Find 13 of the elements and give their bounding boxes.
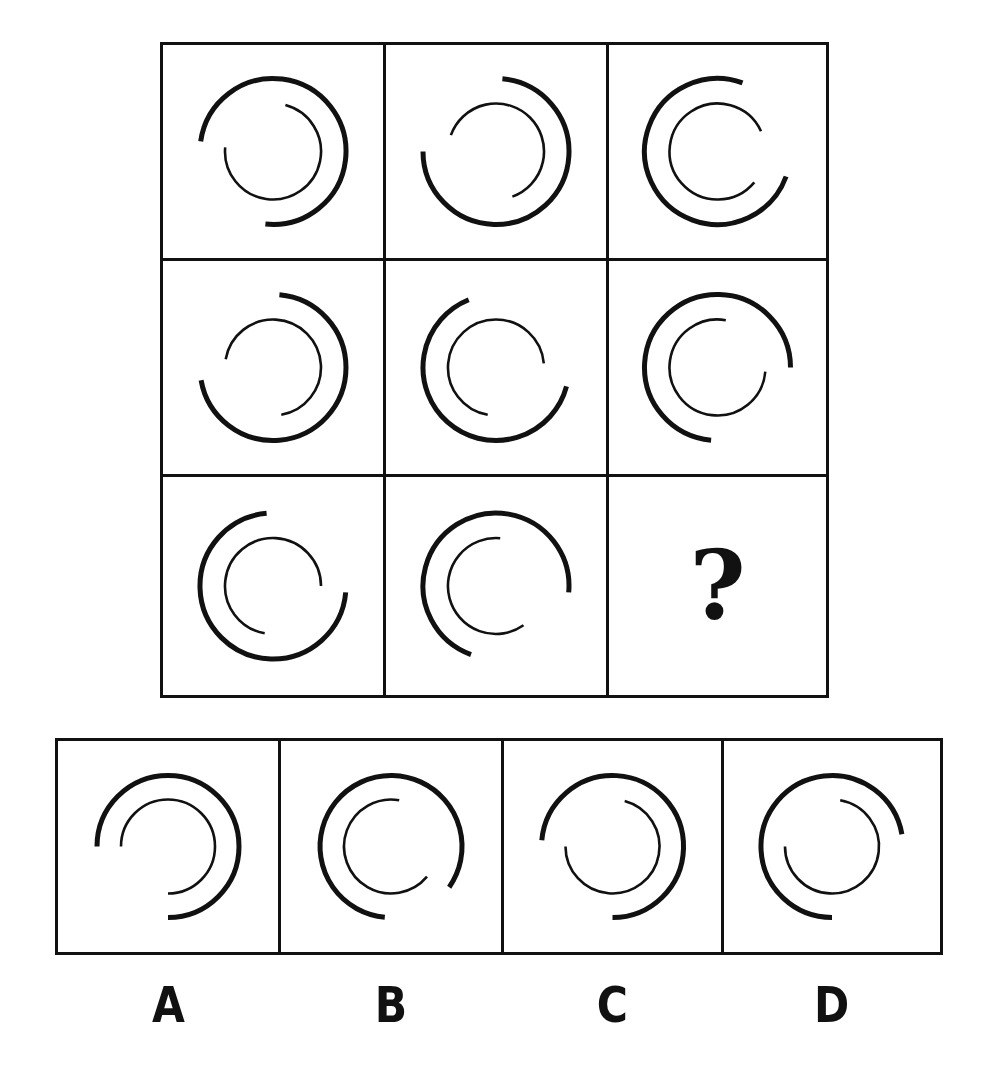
puzzle-grid-cell — [606, 474, 829, 698]
option-letter: A — [151, 980, 185, 1030]
answer-option-cell — [55, 738, 281, 955]
answer-option-cell — [501, 738, 724, 955]
puzzle-grid-cell — [160, 474, 386, 698]
puzzle-grid-cell — [606, 42, 829, 261]
option-letter: C — [596, 980, 628, 1030]
puzzle-grid-cell — [160, 42, 386, 261]
answer-option-cell — [278, 738, 504, 955]
answer-option-cell — [721, 738, 943, 955]
question-mark: ? — [689, 538, 746, 634]
option-letter: D — [814, 980, 850, 1030]
option-letter: B — [374, 980, 408, 1030]
